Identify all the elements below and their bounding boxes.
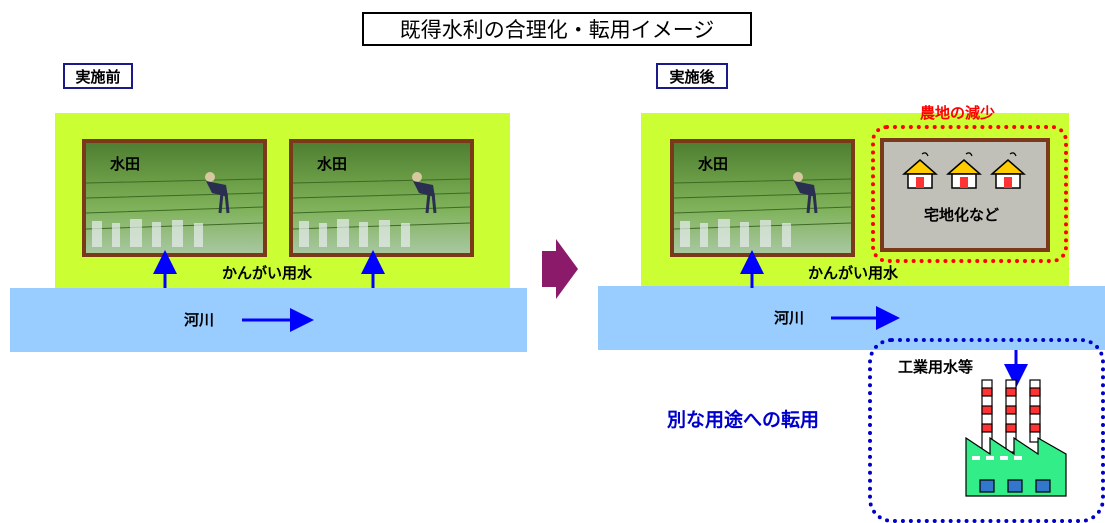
factory-icon [965, 379, 1067, 497]
after-paddy: 水田 [670, 139, 855, 257]
farmer-figure [205, 172, 230, 214]
industrial-label: 工業用水等 [898, 358, 974, 376]
house-icon [990, 152, 1026, 189]
residential-area: 宅地化など [880, 138, 1050, 252]
before-irrigation-label: かんがい用水 [222, 264, 313, 282]
before-river-label: 河川 [184, 311, 215, 329]
before-paddy-right: 水田 [289, 139, 474, 257]
transition-arrow-icon [542, 239, 578, 299]
diversion-label: 別な用途への転用 [667, 409, 820, 431]
house-icon [946, 152, 982, 189]
paddy-label: 水田 [317, 155, 348, 173]
farmer-figure [412, 172, 437, 214]
farmland-decrease-highlight [871, 125, 1068, 263]
after-river-label: 河川 [774, 309, 805, 327]
paddy-photo [293, 172, 470, 247]
houses [902, 152, 1026, 189]
diagram-title: 既得水利の合理化・転用イメージ [362, 12, 752, 46]
after-irrigation-label: かんがい用水 [808, 264, 899, 282]
after-arrows [740, 250, 1028, 388]
before-arrows [153, 250, 385, 332]
farmland-decrease-label: 農地の減少 [920, 104, 996, 122]
paddy-label: 水田 [110, 155, 141, 173]
farmer-figure [793, 172, 818, 214]
house-icon [902, 152, 938, 189]
before-stage-label: 実施前 [63, 63, 133, 89]
paddy-label: 水田 [698, 155, 729, 173]
paddy-photo [86, 172, 263, 247]
residential-label: 宅地化など [924, 206, 1000, 224]
after-stage-label: 実施後 [656, 63, 728, 89]
paddy-photo [674, 172, 851, 247]
